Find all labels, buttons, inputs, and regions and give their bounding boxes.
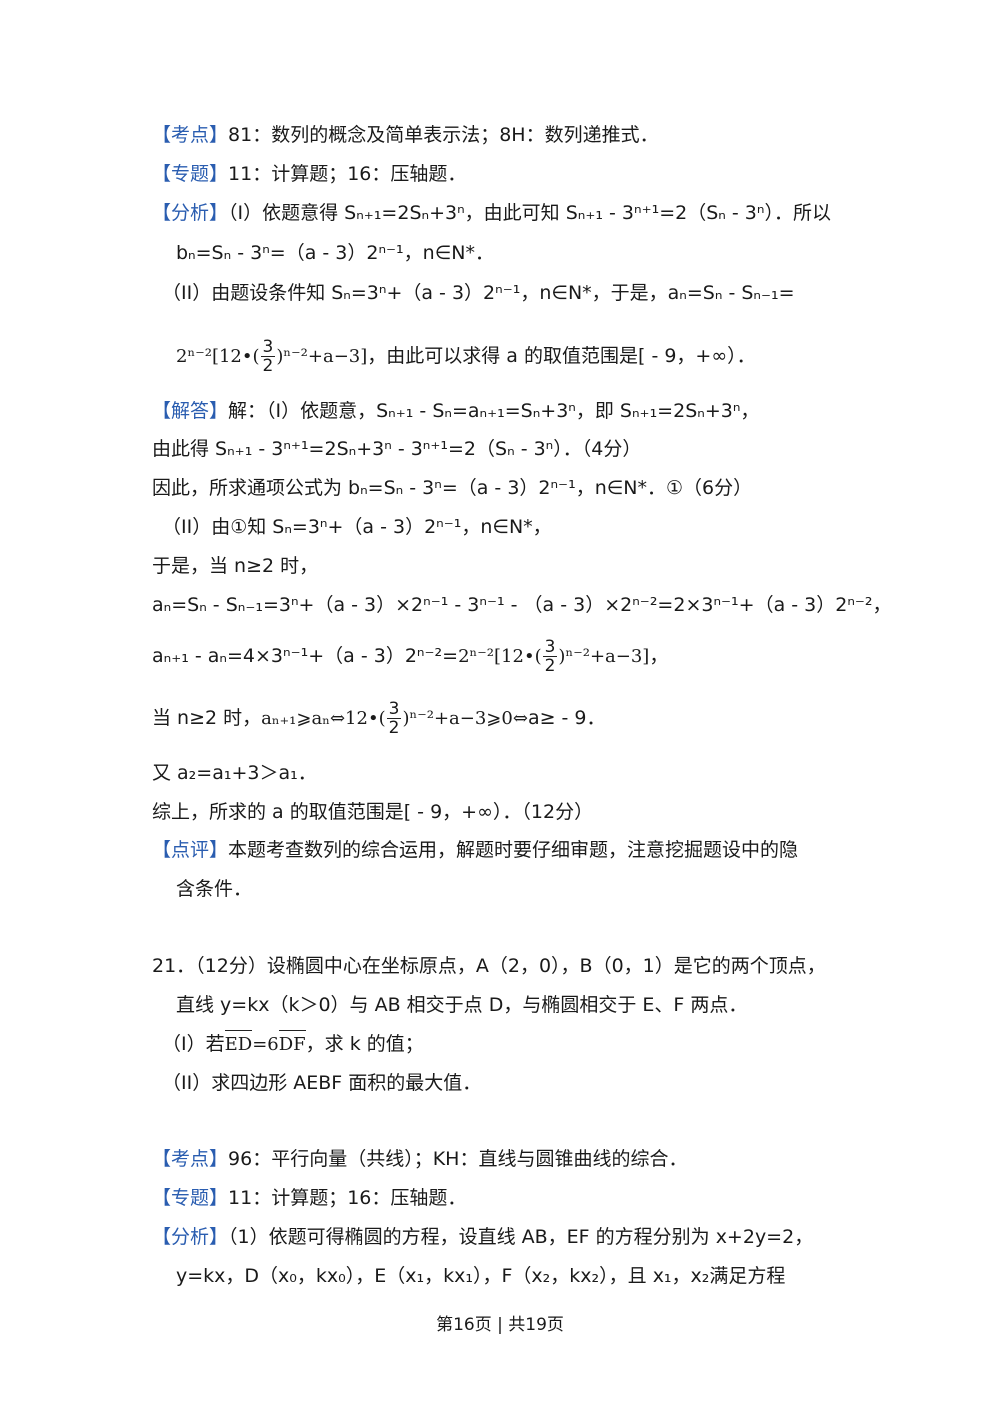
- fenxi-formula-b: )ⁿ⁻²+a−3]: [276, 346, 368, 367]
- kaodian-tag-21: 【考点】: [152, 1148, 229, 1170]
- fenxi-line-3: （II）由题设条件知 Sₙ=3ⁿ+（a - 3）2ⁿ⁻¹，n∈N*，于是，aₙ=…: [162, 282, 795, 304]
- fenxi-tag: 【分析】: [152, 202, 229, 224]
- fraction-numerator: 3: [542, 637, 558, 657]
- kaodian-tag: 【考点】: [152, 124, 229, 146]
- q21-line-1: 21．（12分）设椭圆中心在坐标原点，A（2，0），B（0，1）是它的两个顶点，: [152, 955, 826, 977]
- dianping-tag: 【点评】: [152, 839, 229, 861]
- q21-line-2: 直线 y=kx（k＞0）与 AB 相交于点 D，与椭圆相交于 E、F 两点．: [176, 994, 748, 1016]
- zhuanti-text-21: 11：计算题；16：压轴题．: [228, 1187, 467, 1209]
- jieda-line-6: aₙ=Sₙ - Sₙ₋₁=3ⁿ+（a - 3）×2ⁿ⁻¹ - 3ⁿ⁻¹ - （a…: [152, 594, 892, 616]
- vector-df: DF: [278, 1030, 306, 1058]
- fenxi-line-21-2: y=kx，D（x₀，kx₀），E（x₁，kx₁），F（x₂，kx₂），且 x₁，…: [176, 1265, 786, 1287]
- vector-ed: ED: [224, 1030, 252, 1058]
- page-footer: 第16页 | 共19页: [436, 1315, 564, 1335]
- zhuanti-tag: 【专题】: [152, 163, 229, 185]
- jieda-end-7: ，: [649, 645, 669, 667]
- fraction-numerator: 3: [386, 699, 402, 719]
- fenxi-line-1: 【分析】（I）依题意得 Sₙ₊₁=2Sₙ+3ⁿ，由此可知 Sₙ₊₁ - 3ⁿ⁺¹…: [152, 200, 872, 226]
- kaodian-line-21: 【考点】96：平行向量（共线）；KH：直线与圆锥曲线的综合．: [152, 1146, 872, 1172]
- jieda-formula-8b: )ⁿ⁻²+a−3⩾0⇔: [402, 708, 528, 729]
- zhuanti-line-21: 【专题】11：计算题；16：压轴题．: [152, 1185, 872, 1211]
- kaodian-text-21: 96：平行向量（共线）；KH：直线与圆锥曲线的综合．: [228, 1148, 688, 1170]
- q21-part1-suffix: ，求 k 的值；: [305, 1033, 424, 1055]
- q21-line-3: （I）若ED=6DF，求 k 的值；: [162, 1030, 882, 1058]
- fraction-denominator: 2: [388, 718, 400, 738]
- jieda-formula-7b: )ⁿ⁻²+a−3]: [558, 646, 650, 667]
- zhuanti-line: 【专题】11：计算题；16：压轴题．: [152, 161, 872, 187]
- zhuanti-text: 11：计算题；16：压轴题．: [228, 163, 467, 185]
- fenxi-text-1: （I）依题意得 Sₙ₊₁=2Sₙ+3ⁿ，由此可知 Sₙ₊₁ - 3ⁿ⁺¹=2（S…: [228, 202, 831, 224]
- jieda-formula-8a: aₙ₊₁⩾aₙ⇔12•(: [261, 708, 386, 729]
- fenxi-formula-a: 2ⁿ⁻²[12•(: [176, 346, 260, 367]
- zhuanti-tag-21: 【专题】: [152, 1187, 229, 1209]
- jieda-end-8: a≥ - 9．: [527, 707, 606, 729]
- fenxi-line-21-1: 【分析】（1）依题可得椭圆的方程，设直线 AB，EF 的方程分别为 x+2y=2…: [152, 1224, 872, 1250]
- jieda-line-1: 【解答】解：（I）依题意，Sₙ₊₁ - Sₙ=aₙ₊₁=Sₙ+3ⁿ，即 Sₙ₊₁…: [152, 398, 872, 424]
- jieda-text-8: 当 n≥2 时，: [152, 707, 262, 729]
- kaodian-line: 【考点】81：数列的概念及简单表示法；8H：数列递推式．: [152, 122, 872, 148]
- jieda-line-4: （II）由①知 Sₙ=3ⁿ+（a - 3）2ⁿ⁻¹，n∈N*，: [162, 516, 552, 538]
- jieda-tag: 【解答】: [152, 400, 229, 422]
- fraction-denominator: 2: [544, 656, 556, 676]
- q21-part1-prefix: （I）若: [162, 1033, 225, 1055]
- fenxi-text-4: ，由此可以求得 a 的取值范围是[ - 9，+∞）．: [367, 345, 756, 367]
- jieda-text-7: aₙ₊₁ - aₙ=4×3ⁿ⁻¹+（a - 3）2ⁿ⁻²=: [152, 645, 459, 667]
- jieda-line-10: 综上，所求的 a 的取值范围是[ - 9，+∞）．（12分）: [152, 801, 594, 823]
- dianping-line-1: 【点评】本题考查数列的综合运用，解题时要仔细审题，注意挖掘题设中的隐: [152, 837, 872, 863]
- fraction-denominator: 2: [262, 356, 274, 376]
- jieda-text-1: 解：（I）依题意，Sₙ₊₁ - Sₙ=aₙ₊₁=Sₙ+3ⁿ，即 Sₙ₊₁=2Sₙ…: [228, 400, 760, 422]
- kaodian-text: 81：数列的概念及简单表示法；8H：数列递推式．: [228, 124, 659, 146]
- dianping-text-1: 本题考查数列的综合运用，解题时要仔细审题，注意挖掘题设中的隐: [228, 839, 799, 861]
- jieda-line-9: 又 a₂=a₁+3＞a₁．: [152, 762, 317, 784]
- fenxi-tag-21: 【分析】: [152, 1226, 229, 1248]
- fraction-numerator: 3: [260, 337, 276, 357]
- fenxi-line-2: bₙ=Sₙ - 3ⁿ=（a - 3）2ⁿ⁻¹，n∈N*．: [176, 242, 494, 264]
- q21-equals: =6: [252, 1034, 279, 1055]
- dianping-line-2: 含条件．: [176, 878, 253, 900]
- jieda-line-2: 由此得 Sₙ₊₁ - 3ⁿ⁺¹=2Sₙ+3ⁿ - 3ⁿ⁺¹=2（Sₙ - 3ⁿ）…: [152, 438, 642, 460]
- jieda-formula-7a: 2ⁿ⁻²[12•(: [458, 646, 542, 667]
- jieda-line-5: 于是，当 n≥2 时，: [152, 555, 319, 577]
- fenxi-text-21-1: （1）依题可得椭圆的方程，设直线 AB，EF 的方程分别为 x+2y=2，: [228, 1226, 814, 1248]
- q21-line-4: （II）求四边形 AEBF 面积的最大值．: [162, 1072, 482, 1094]
- jieda-line-3: 因此，所求通项公式为 bₙ=Sₙ - 3ⁿ=（a - 3）2ⁿ⁻¹，n∈N*．①…: [152, 477, 753, 499]
